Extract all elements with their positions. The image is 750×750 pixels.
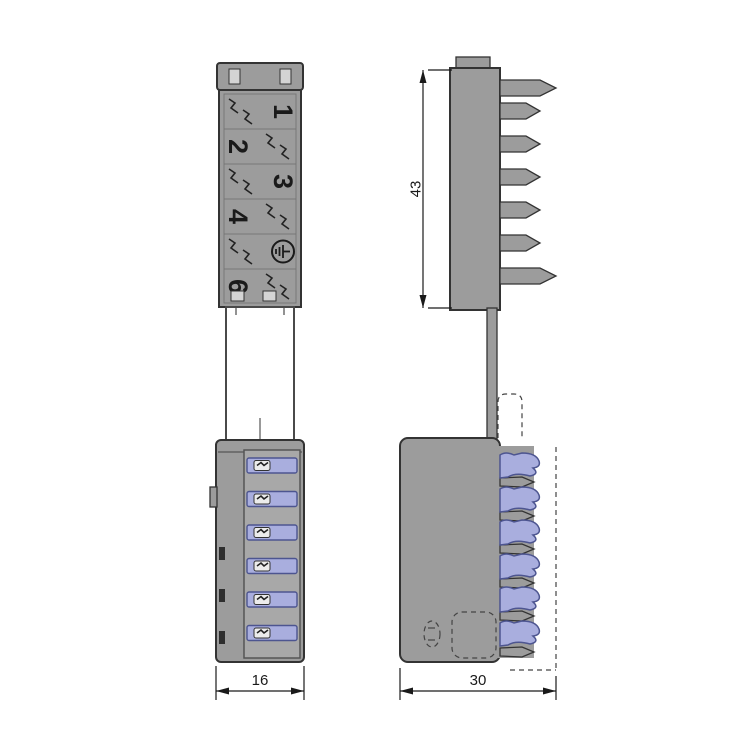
side-stem <box>486 307 498 441</box>
plug-side-slot <box>219 589 225 602</box>
plug-side-slot <box>219 547 225 560</box>
contact-mark <box>256 528 269 534</box>
dashed-top-hook <box>497 393 523 438</box>
contact-row <box>246 524 298 541</box>
tooth <box>499 201 542 219</box>
contact-wave <box>499 586 541 613</box>
contact-mark <box>256 561 269 568</box>
dimension-30: 30 <box>399 668 557 700</box>
tooth <box>499 646 536 658</box>
dashed-detail-oval <box>423 620 441 648</box>
arrow-up-icon <box>419 70 427 83</box>
tooth <box>499 135 542 153</box>
cap-slot-left <box>228 68 241 85</box>
dim-height-value: 43 <box>408 181 425 198</box>
body-bottom-slot-left <box>230 290 245 302</box>
contact-mark <box>256 494 269 501</box>
side-dashed-details <box>423 393 557 671</box>
pole-label-3: 3 <box>268 174 298 189</box>
contact-wave <box>499 620 541 647</box>
contact-wave <box>499 553 541 580</box>
tooth <box>499 610 536 622</box>
arrow-left-icon <box>216 687 229 695</box>
ground-circle <box>271 239 295 264</box>
tooth <box>499 234 542 252</box>
contact-mark <box>256 595 269 601</box>
tooth <box>499 510 536 522</box>
plug-contact-panel <box>243 449 301 659</box>
pole-label-1: 1 <box>268 104 298 119</box>
tooth-long-top <box>499 79 558 97</box>
dim-width-value: 16 <box>252 672 269 689</box>
arrow-down-icon <box>419 295 427 308</box>
pole-label-6: 6 <box>223 279 253 294</box>
arrow-right-icon <box>543 687 556 695</box>
side-view: 43 30 <box>399 56 558 700</box>
side-lower-teeth <box>499 476 536 658</box>
contact-row <box>246 490 298 508</box>
plug-contacts <box>246 457 298 642</box>
front-view: 1 2 3 4 6 <box>209 62 305 700</box>
tooth <box>499 168 542 186</box>
arrow-right-icon <box>291 687 304 695</box>
dimension-43: 43 <box>408 69 452 309</box>
tooth <box>499 543 536 555</box>
tooth <box>499 476 536 488</box>
contact-row <box>246 557 298 575</box>
contact-row <box>246 457 298 474</box>
contact-wave <box>499 486 541 513</box>
arrow-left-icon <box>400 687 413 695</box>
side-contacts <box>499 452 541 647</box>
contact-mark <box>256 461 269 467</box>
tooth-long-bottom <box>499 267 558 285</box>
plug-latch <box>209 486 218 508</box>
contact-row <box>246 624 298 642</box>
contact-row <box>246 591 298 608</box>
pole-label-4: 4 <box>223 209 253 224</box>
dashed-latch-outline <box>451 611 497 659</box>
body-bottom-slot-right <box>262 290 277 302</box>
tooth <box>499 577 536 589</box>
side-lower-body <box>399 437 501 663</box>
dimension-16: 16 <box>215 666 305 700</box>
contact-wave <box>499 519 541 546</box>
pole-label-2: 2 <box>223 139 253 154</box>
side-teeth <box>499 79 558 285</box>
plug-side-slot <box>219 631 225 644</box>
side-upper-body <box>449 67 501 311</box>
contact-mark <box>256 628 269 635</box>
cap-slot-right <box>279 68 292 85</box>
dim-depth-value: 30 <box>470 672 487 689</box>
ground-symbol <box>271 239 295 264</box>
tooth <box>499 102 542 120</box>
contact-wave <box>499 452 541 479</box>
